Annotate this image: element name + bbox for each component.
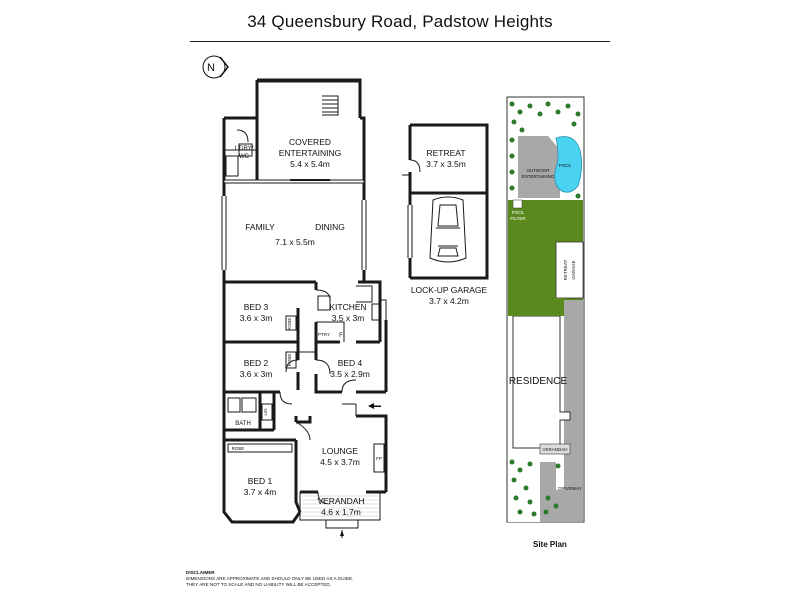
- page-title: 34 Queensbury Road, Padstow Heights: [247, 12, 553, 31]
- site-plan-title: Site Plan: [533, 540, 567, 549]
- site-outdoor-label1: OUTDOOR: [527, 168, 551, 173]
- svg-text:WC: WC: [239, 154, 250, 160]
- svg-text:BED 4: BED 4: [338, 358, 363, 368]
- disclaimer-heading: DISCLAIMER: [186, 570, 215, 575]
- site-outdoor-label2: ENTERTAINING: [521, 174, 555, 179]
- fixture-robe-bed2: ROBE: [287, 354, 292, 367]
- room-kitchen: KITCHEN 3.5 x 3m: [329, 302, 366, 323]
- svg-text:3.6 x 3m: 3.6 x 3m: [240, 313, 273, 323]
- svg-text:COVERED: COVERED: [289, 137, 331, 147]
- entry-arrow-icon: [340, 403, 381, 538]
- svg-text:7.1 x 5.5m: 7.1 x 5.5m: [275, 237, 315, 247]
- room-lounge: LOUNGE 4.5 x 3.7m: [320, 446, 360, 467]
- room-covered-entertaining: COVERED ENTERTAINING 5.4 x 5.4m: [279, 137, 342, 169]
- svg-text:5.4 x 5.4m: 5.4 x 5.4m: [290, 159, 330, 169]
- svg-text:RETREAT: RETREAT: [426, 148, 465, 158]
- svg-text:BED 3: BED 3: [244, 302, 269, 312]
- svg-text:3.5 x 3m: 3.5 x 3m: [332, 313, 365, 323]
- svg-text:BED 1: BED 1: [248, 476, 273, 486]
- svg-text:BED 2: BED 2: [244, 358, 269, 368]
- site-retreat-label: RETREAT: [563, 259, 568, 280]
- site-pool-label: POOL: [559, 163, 572, 168]
- room-family: FAMILY: [245, 222, 275, 232]
- svg-text:4.5 x 3.7m: 4.5 x 3.7m: [320, 457, 360, 467]
- title-rule: [190, 41, 610, 42]
- fixture-linen: LIN: [263, 408, 268, 415]
- disclaimer-line2: THEY ARE NOT TO SCALE AND NO LIABILITY W…: [186, 582, 331, 587]
- svg-text:LOUNGE: LOUNGE: [322, 446, 358, 456]
- svg-text:L'DRY/: L'DRY/: [235, 146, 254, 152]
- compass-icon: N: [202, 55, 229, 79]
- svg-text:4.6 x 1.7m: 4.6 x 1.7m: [321, 507, 361, 517]
- site-driveway-label: DRIVEWAY: [558, 486, 582, 491]
- disclaimer-line1: DIMENSIONS ARE APPROXIMATE AND SHOULD ON…: [186, 576, 354, 581]
- svg-text:3.7 x 4.2m: 3.7 x 4.2m: [429, 296, 469, 306]
- svg-text:3.7 x 4m: 3.7 x 4m: [244, 487, 277, 497]
- site-verandah-label: VERANDAH: [542, 447, 567, 452]
- fixture-robe-bed3: ROBE: [287, 318, 292, 331]
- verandah-deck: [302, 495, 378, 517]
- room-verandah: VERANDAH 4.6 x 1.7m: [317, 496, 364, 517]
- room-bath: BATH: [235, 421, 251, 427]
- outbuilding-walls: [408, 123, 489, 280]
- room-bed2: BED 2 3.6 x 3m: [240, 358, 273, 379]
- fixture-robe-bed1: ROBE: [232, 446, 245, 451]
- svg-text:DINING: DINING: [315, 222, 345, 232]
- svg-text:3.7 x 3.5m: 3.7 x 3.5m: [426, 159, 466, 169]
- compass-letter: N: [207, 62, 215, 74]
- room-bed1: BED 1 3.7 x 4m: [244, 476, 277, 497]
- room-bed3: BED 3 3.6 x 3m: [240, 302, 273, 323]
- svg-text:3.6 x 3m: 3.6 x 3m: [240, 369, 273, 379]
- svg-text:VERANDAH: VERANDAH: [317, 496, 364, 506]
- fixture-fireplace: FP: [376, 456, 382, 461]
- room-retreat: RETREAT 3.7 x 3.5m: [426, 148, 466, 169]
- room-garage: LOCK-UP GARAGE 3.7 x 4.2m: [411, 285, 488, 306]
- fixture-fridge: F: [339, 333, 343, 339]
- room-bed4: BED 4 3.5 x 2.9m: [330, 358, 370, 379]
- tree-icon: [509, 101, 581, 517]
- outbuilding-details: [402, 123, 467, 263]
- room-dining: DINING 7.1 x 5.5m: [275, 222, 345, 247]
- site-plan: [506, 96, 585, 523]
- site-residence-label: RESIDENCE: [509, 376, 568, 387]
- site-pool-filter-label1: POOL: [512, 210, 525, 215]
- site-pool-filter-label2: FILTER: [510, 216, 526, 221]
- site-garage-label: GARAGE: [571, 260, 576, 279]
- house-details: [221, 78, 387, 529]
- house-walls: [222, 78, 388, 524]
- svg-text:KITCHEN: KITCHEN: [329, 302, 366, 312]
- room-laundry-wc: L'DRY/ WC: [235, 146, 254, 160]
- svg-text:3.5 x 2.9m: 3.5 x 2.9m: [330, 369, 370, 379]
- fixture-pantry: PTRY: [318, 332, 330, 337]
- disclaimer: DISCLAIMER DIMENSIONS ARE APPROXIMATE AN…: [186, 570, 353, 588]
- svg-text:LOCK-UP GARAGE: LOCK-UP GARAGE: [411, 285, 488, 295]
- svg-text:ENTERTAINING: ENTERTAINING: [279, 148, 342, 158]
